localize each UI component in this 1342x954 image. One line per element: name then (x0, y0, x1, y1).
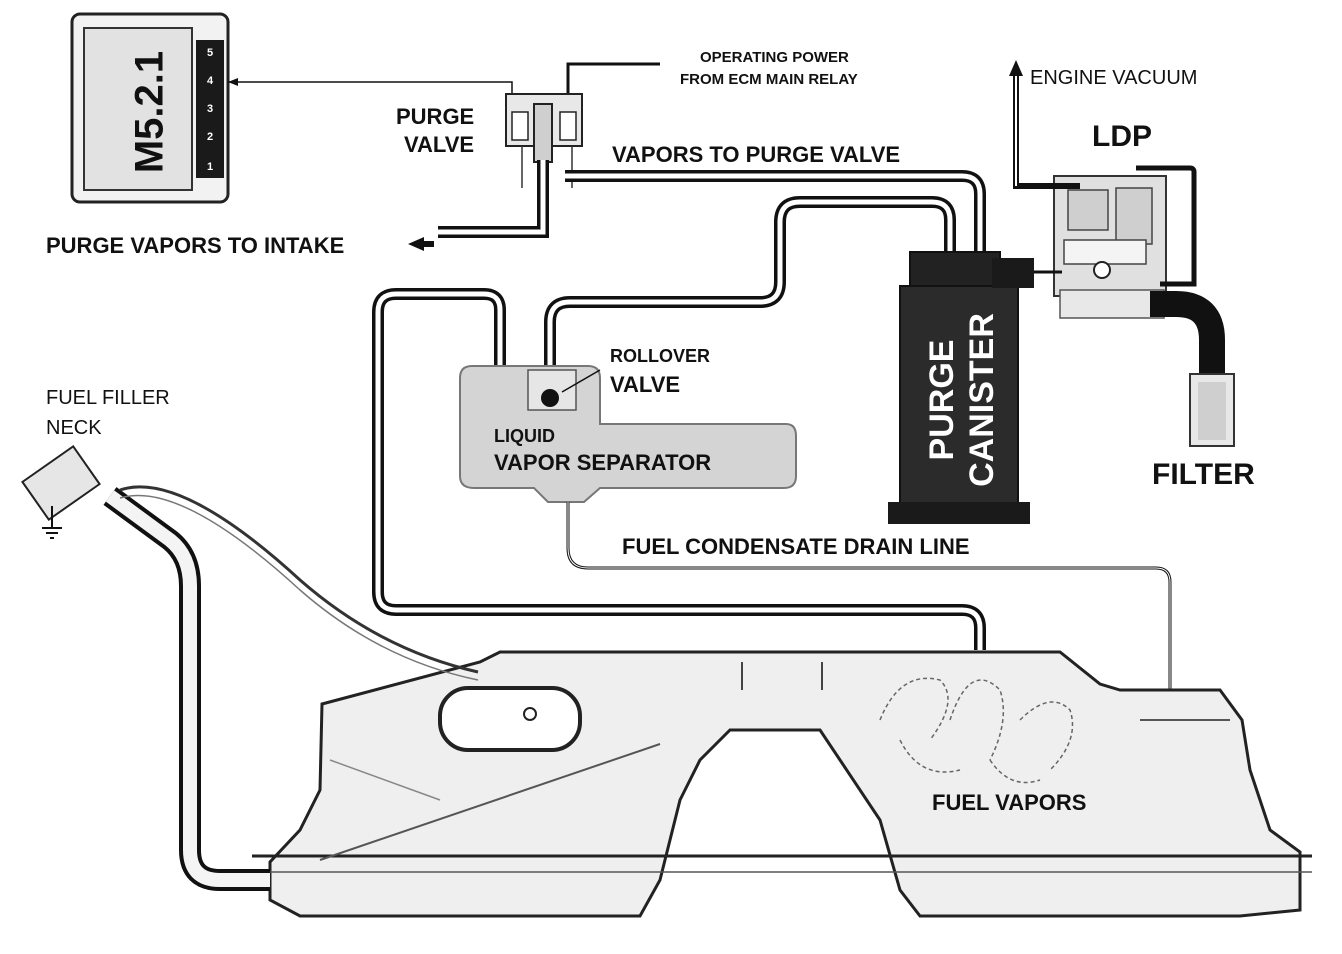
tank-vent-line (372, 288, 986, 650)
separator-label-liquid: LIQUID (494, 426, 555, 446)
purge-canister-label-1: PURGE (923, 340, 961, 461)
fuel-filler-neck (21, 444, 479, 891)
fuel-filler-label-1: FUEL FILLER (46, 387, 170, 409)
ldp-label: LDP (1092, 120, 1152, 153)
filter (1150, 291, 1235, 447)
fuel-filler-cap (21, 444, 101, 522)
purge-canister (888, 251, 1034, 524)
purge-valve-label-2: VALVE (404, 132, 474, 157)
engine-vacuum-label: ENGINE VACUUM (1030, 67, 1197, 89)
filter-label: FILTER (1152, 458, 1255, 491)
engine-vacuum-line (1013, 76, 1080, 189)
ecm-pin-5: 5 (207, 47, 213, 59)
separator-label-vapor: VAPOR SEPARATOR (494, 450, 711, 475)
intake-arrow-icon (408, 237, 434, 251)
vapors-to-purge-valve-label: VAPORS TO PURGE VALVE (612, 142, 900, 167)
ecm-module: 1 2 3 4 5 M5.2.1 (70, 12, 230, 204)
ecm-wire-arrow (228, 78, 238, 86)
operating-power-label-2: FROM ECM MAIN RELAY (680, 71, 858, 88)
ecm-pin-2: 2 (207, 131, 213, 143)
rollover-valve-ball (541, 389, 559, 407)
ecm-pin-4: 4 (207, 75, 214, 87)
operating-power-label-1: OPERATING POWER (700, 49, 849, 66)
vapors-to-purge-valve-line (565, 170, 986, 260)
ecm-signal-wire (228, 81, 513, 96)
purge-valve (505, 93, 583, 188)
purge-valve-label-1: PURGE (396, 104, 474, 129)
rollover-valve-label-2: VALVE (610, 372, 680, 397)
ecm-label: M5.2.1 (128, 51, 172, 173)
ecm-pin-1: 1 (207, 161, 213, 173)
rollover-valve-label-1: ROLLOVER (610, 346, 710, 366)
operating-power-wire (566, 62, 660, 94)
fuel-vapors-swirls (879, 677, 1074, 784)
ecm-pins: 1 2 3 4 5 (207, 47, 214, 173)
fuel-tank (252, 650, 1312, 918)
ldp-pump (1034, 175, 1167, 319)
purge-vapors-intake-label: PURGE VAPORS TO INTAKE (46, 233, 344, 258)
purge-canister-label-2: CANISTER (963, 313, 1001, 487)
fuel-vapors-label: FUEL VAPORS (932, 790, 1086, 815)
ldp-wire (1136, 165, 1197, 287)
engine-vacuum-arrow-icon (1009, 60, 1023, 76)
canister-separator-line (544, 196, 956, 390)
liquid-vapor-separator (459, 365, 797, 503)
fuel-condensate-label: FUEL CONDENSATE DRAIN LINE (622, 534, 970, 559)
intake-line (408, 160, 549, 251)
fuel-filler-label-2: NECK (46, 417, 102, 439)
ecm-pin-3: 3 (207, 103, 213, 115)
fuel-pump-access-cover (438, 686, 582, 752)
